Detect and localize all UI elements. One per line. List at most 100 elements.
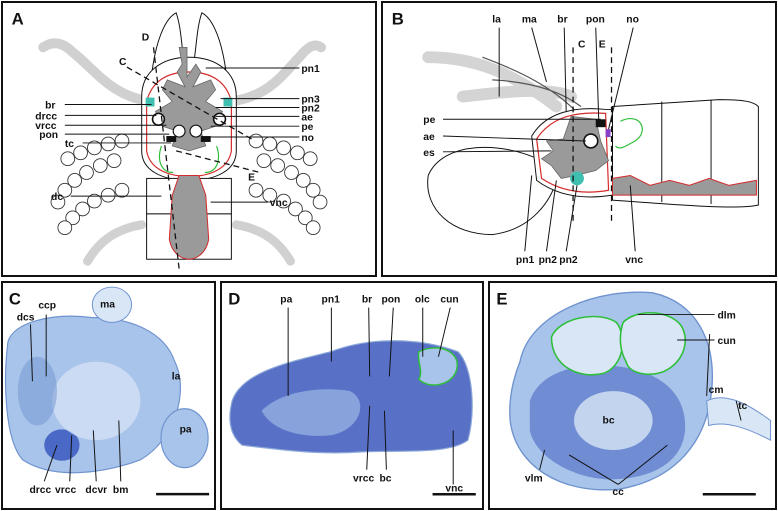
antenna-right [225,40,326,107]
antenna-left [38,38,157,107]
label-e-bc: bc [603,416,615,427]
head-red-b [536,112,610,193]
label-e-cm: cm [709,385,724,396]
label-b-pn2b: pn2 [559,255,578,266]
label-e-cc: cc [612,487,624,498]
label-e-dlm: dlm [717,310,735,321]
label-c-dcs: dcs [17,312,35,323]
vnc-b [612,174,757,196]
label-a-vrcc: vrcc [35,121,57,132]
label-e-cun: cun [717,336,735,347]
panel-a-letter: A [12,10,24,29]
black-organ-left [166,136,177,142]
panel-d: D pa pn1 br pon olc cun vrcc bc vnc [220,281,484,510]
label-c-la: la [172,371,181,382]
panel-c-drawing: C ccp ma dcs la pa drcc vrcc dcvr bm [5,286,210,496]
label-d-pa: pa [280,295,292,306]
black-organ-b [595,119,606,128]
teal-organ-right [223,97,233,107]
label-e-vlm: vlm [525,473,543,484]
panel-b-letter: B [392,10,404,29]
purple-organ-b [605,129,611,138]
label-a-dc: dc [51,192,63,203]
label-c-ccp: ccp [38,301,56,312]
label-d-olc: olc [415,295,430,306]
brain-tissue [154,46,224,152]
label-c-pa: pa [180,424,192,435]
bc-core-e [574,391,653,451]
label-b-pe: pe [423,115,435,126]
cun-green-d [417,347,459,386]
label-a-ae: ae [301,112,313,123]
panel-d-drawing: D pa pn1 br pon olc cun vrcc bc vnc [228,290,476,496]
panel-a: A D C E pn1 pn3 pn2 ae pe no br drcc vrc… [1,1,377,277]
label-a-pon: pon [39,130,58,141]
teal-organ-left [145,97,155,107]
panel-e: E dlm cun cm tc bc vlm cc [488,281,777,510]
mandible-b [427,146,557,236]
label-d-cun: cun [440,295,458,306]
panel-a-drawing: A D C E pn1 pn3 pn2 ae pe no br drcc vrc… [12,10,328,270]
teal-organ-b [570,171,584,186]
label-c-ma: ma [100,300,115,311]
brain-b [540,115,610,179]
label-d-pon: pon [381,295,400,306]
label-d-bc: bc [380,473,392,484]
panel-c-letter: C [9,290,21,309]
label-lines-c [29,314,122,482]
label-b-pn2a: pn2 [539,255,558,266]
label-a-no: no [301,133,314,144]
label-lines-e [539,313,742,485]
label-a-drcc: drcc [35,111,57,122]
label-b-c: C [578,39,586,50]
label-b-la: la [492,15,501,26]
panel-b-drawing: B la ma br pon no C E pe ae es pn1 pn2 p… [392,10,759,266]
label-b-vnc: vnc [625,255,643,266]
panel-e-letter: E [496,290,507,309]
label-a-d: D [142,32,150,43]
label-b-no: no [626,15,639,26]
label-b-e: E [599,39,606,50]
label-a-e: E [248,172,255,183]
panel-d-letter: D [228,290,240,309]
section-line-e [176,150,261,174]
label-a-c: C [119,57,127,68]
cun-right-e [619,312,687,375]
antennae-ghost-b [422,51,578,113]
label-c-vrcc: vrcc [55,485,76,496]
tissue-c-spots [17,356,57,426]
label-b-ma: ma [522,15,537,26]
label-a-pn3: pn3 [301,95,320,106]
label-b-pn1: pn1 [516,255,535,266]
label-c-dcvr: dcvr [85,485,107,496]
label-a-pe: pe [301,122,313,133]
label-lines-d [287,307,454,485]
label-d-vnc: vnc [445,483,463,494]
antenna-line-b [482,56,582,112]
label-d-br: br [362,295,372,306]
label-b-br: br [557,15,567,26]
label-a-tc: tc [65,139,74,150]
label-a-br: br [45,100,55,111]
green-outline-a [158,145,220,174]
panel-e-drawing: E dlm cun cm tc bc vlm cc [496,290,772,498]
label-b-pon: pon [586,15,605,26]
label-c-drcc: drcc [29,485,51,496]
green-outline-b [615,118,643,149]
label-a-pn2: pn2 [301,103,320,114]
eye-left-inner [189,124,203,138]
label-e-tc: tc [738,401,747,412]
legs-ghost [83,220,295,266]
tissue-e-arm [706,397,772,442]
label-c-bm: bm [113,485,128,496]
eye-b [583,133,599,149]
label-a-vnc: vnc [270,198,288,209]
panel-c: C ccp ma dcs la pa drcc vrcc dcvr bm [1,281,216,510]
panel-b: B la ma br pon no C E pe ae es pn1 pn2 p… [381,1,777,277]
eye-right-inner [172,124,186,138]
legs-left [50,133,130,236]
section-line-d [152,47,180,270]
section-line-c [126,66,256,142]
label-a-pn1: pn1 [301,64,320,75]
label-lines-a [64,67,300,203]
